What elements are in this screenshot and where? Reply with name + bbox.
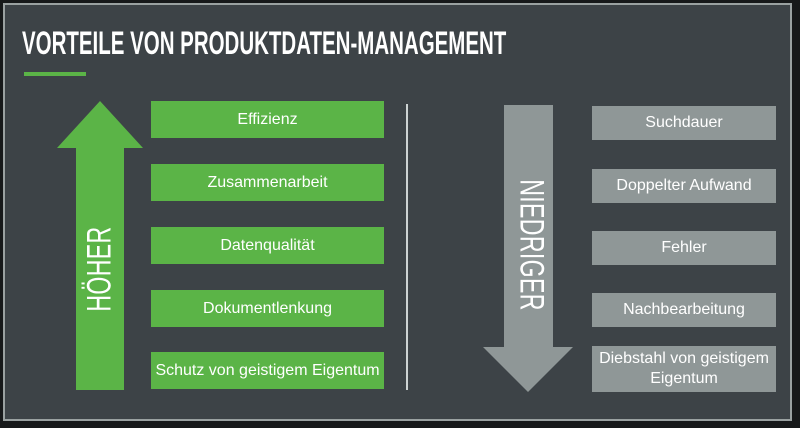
down-arrow-icon (483, 105, 573, 392)
benefit-bar-dokumentlenkung: Dokumentlenkung (151, 290, 384, 327)
drawback-bar-label: Nachbearbeitung (623, 301, 745, 318)
title-underline (24, 72, 86, 76)
column-divider (406, 104, 408, 390)
drawback-bar-label: Doppelter Aufwand (616, 177, 752, 194)
drawback-bar-doppelter-aufwand: Doppelter Aufwand (592, 169, 776, 203)
benefit-bar-effizienz: Effizienz (151, 101, 384, 138)
down-arrow-label: NIEDRIGER (512, 179, 551, 311)
up-arrow-label: HÖHER (80, 226, 119, 312)
drawback-bar-fehler: Fehler (592, 231, 776, 265)
drawback-bar-diebstahl: Diebstahl von geistigem Eigentum (592, 346, 776, 392)
benefit-bar-label: Datenqualität (220, 236, 315, 254)
benefit-bar-zusammenarbeit: Zusammenarbeit (151, 164, 384, 201)
benefit-bar-label: Dokumentlenkung (203, 299, 332, 317)
drawback-bar-suchdauer: Suchdauer (592, 106, 776, 140)
down-arrow-shape (483, 105, 573, 392)
drawback-bar-label: Fehler (661, 239, 707, 256)
up-arrow-icon (57, 101, 143, 390)
benefit-bar-label: Schutz von geistigem Eigentum (155, 361, 380, 379)
page-title: VORTEILE VON PRODUKTDATEN-MANAGEMENT (22, 25, 507, 61)
drawback-bar-nachbearbeitung: Nachbearbeitung (592, 293, 776, 327)
drawback-bar-label: Suchdauer (645, 114, 723, 131)
benefit-bar-label: Effizienz (237, 110, 298, 128)
up-arrow-shape (57, 101, 143, 390)
benefit-bar-label: Zusammenarbeit (207, 173, 328, 191)
benefit-bar-datenqualitaet: Datenqualität (151, 227, 384, 264)
benefit-bar-schutz: Schutz von geistigem Eigentum (151, 352, 384, 389)
drawback-bar-label: Diebstahl von geistigem Eigentum (599, 350, 769, 387)
